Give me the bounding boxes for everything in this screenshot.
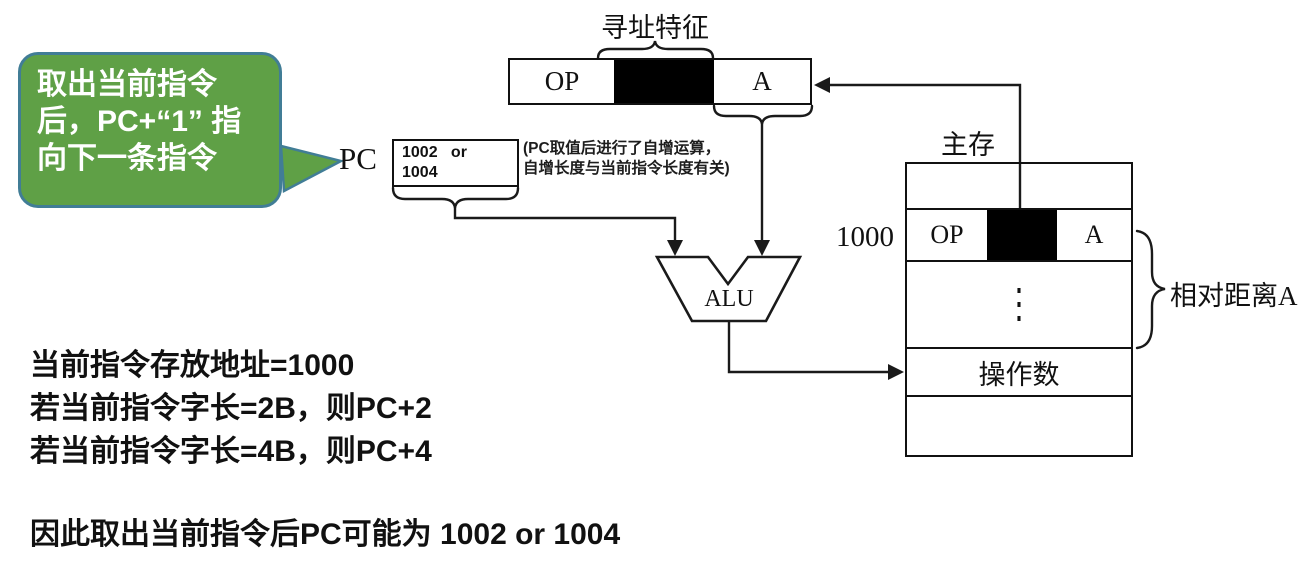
- pc-note-line: 自增长度与当前指令长度有关): [523, 160, 730, 177]
- speech-bubble-line: 后，PC+“1” 指: [37, 105, 242, 138]
- explanation-notes: 当前指令存放地址=1000 若当前指令字长=2B，则PC+2 若当前指令字长=4…: [30, 344, 432, 473]
- alu-shape: [654, 255, 803, 323]
- ireg-address-field: A: [752, 66, 772, 96]
- pc-value-line: 1004: [402, 164, 438, 181]
- instruction-register: OP A: [508, 58, 812, 105]
- memory-row-empty-top: [907, 164, 1131, 210]
- note-line: 当前指令存放地址=1000: [30, 349, 355, 382]
- memory-to-ireg-line: [826, 83, 1022, 211]
- alu-to-operand-line: [727, 319, 891, 374]
- pc-to-alu-line: [453, 206, 677, 252]
- main-memory: OP A ⋮ 操作数: [905, 162, 1133, 457]
- memory-opcode-field: OP: [930, 220, 964, 249]
- note-line: 若当前指令字长=4B，则PC+4: [30, 435, 432, 468]
- conclusion-line: 因此取出当前指令后PC可能为 1002 or 1004: [30, 518, 621, 551]
- arrowhead-alu-right-input: [754, 240, 770, 256]
- memory-row-empty-bottom: [907, 397, 1131, 455]
- addressing-feature-brace: [596, 40, 715, 60]
- pc-label: PC: [339, 141, 377, 176]
- note-line: 若当前指令字长=2B，则PC+2: [30, 392, 432, 425]
- arrowhead-into-a-field: [814, 77, 830, 93]
- speech-bubble-line: 取出当前指令: [37, 68, 217, 101]
- memory-address-field: A: [1084, 220, 1104, 249]
- memory-row-operand: 操作数: [907, 349, 1131, 397]
- pc-increment-note: (PC取值后进行了自增运算， 自增长度与当前指令长度有关): [523, 139, 773, 179]
- speech-bubble-line: 向下一条指令: [37, 142, 217, 175]
- vertical-ellipsis: ⋮: [1004, 281, 1034, 327]
- memory-address-1000: 1000: [836, 221, 894, 253]
- alu-label: ALU: [704, 286, 754, 312]
- memory-row-ellipsis: ⋮: [907, 262, 1131, 349]
- ireg-opcode-field: OP: [544, 66, 580, 96]
- arrowhead-alu-left-input: [667, 240, 683, 256]
- relative-distance-brace: [1135, 229, 1166, 350]
- pc-note-line: (PC取值后进行了自增运算，: [523, 140, 721, 157]
- pc-brace: [391, 186, 520, 209]
- pc-value-line: 1002 or: [402, 144, 467, 161]
- speech-bubble-tail: [279, 144, 345, 194]
- main-memory-title: 主存: [941, 130, 995, 160]
- ireg-addressing-mode-field: [614, 60, 714, 103]
- relative-distance-label: 相对距离A: [1170, 281, 1298, 311]
- speech-bubble: 取出当前指令 后，PC+“1” 指 向下一条指令: [18, 52, 282, 208]
- memory-addressing-mode-field: [987, 210, 1057, 260]
- addressing-feature-label: 寻址特征: [601, 13, 709, 43]
- memory-row-instruction: OP A: [907, 210, 1131, 262]
- arrowhead-into-operand: [888, 364, 904, 380]
- a-field-brace: [712, 104, 814, 125]
- pc-register: 1002 or 1004: [392, 139, 519, 187]
